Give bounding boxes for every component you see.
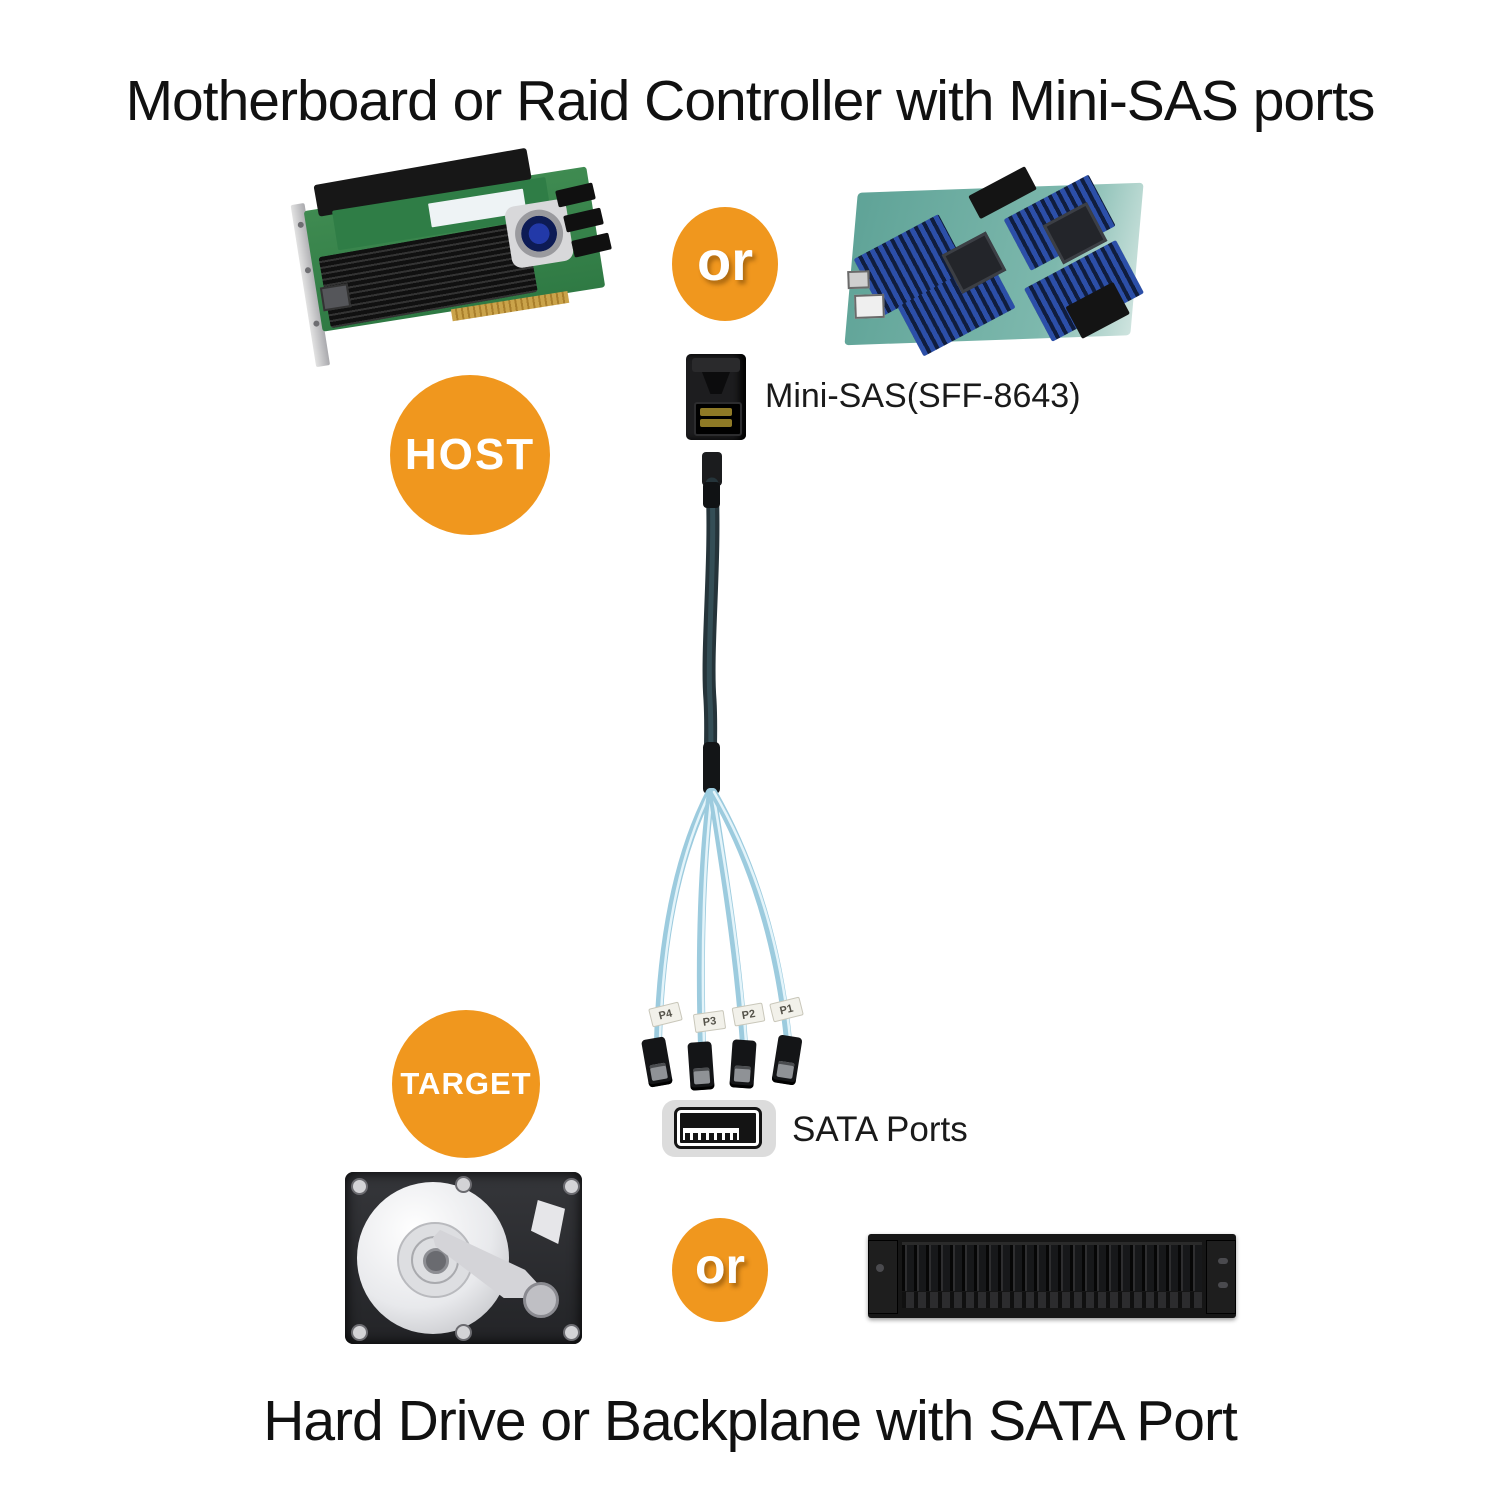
backplane-image — [868, 1234, 1236, 1318]
raid-controller-image — [290, 147, 628, 378]
or-badge-top-label: or — [697, 228, 753, 292]
hdd-actuator-pivot — [523, 1282, 559, 1318]
host-badge: HOST — [390, 375, 550, 535]
sata-connector-4 — [771, 1034, 803, 1086]
target-badge-label: TARGET — [400, 1066, 532, 1101]
motherboard-image — [842, 166, 1146, 357]
or-badge-top: or — [672, 207, 778, 321]
cable-tag-p2: P2 — [731, 1002, 766, 1027]
diagram-title-bottom: Hard Drive or Backplane with SATA Port — [263, 1389, 1238, 1453]
mini-sas-label: Mini-SAS(SFF-8643) — [765, 377, 1081, 415]
drive-trays — [902, 1292, 1202, 1308]
rack-ear-left — [868, 1240, 898, 1314]
sata-ports-label: SATA Ports — [792, 1110, 968, 1149]
sata-connector-3 — [729, 1039, 757, 1089]
sata-connector-2 — [687, 1041, 715, 1091]
hard-drive-image — [345, 1172, 582, 1344]
raid-ethernet-port — [319, 283, 352, 312]
raid-fan — [503, 198, 575, 270]
mobo-io-port-2 — [854, 293, 885, 319]
mini-sas-connector-tail — [702, 452, 722, 486]
drive-bays — [902, 1242, 1202, 1291]
mobo-io-port-1 — [847, 270, 870, 290]
or-badge-bottom-label: or — [695, 1238, 745, 1294]
host-badge-label: HOST — [404, 430, 536, 479]
cable-tag-p1: P1 — [769, 996, 804, 1023]
sata-port-icon — [662, 1100, 776, 1157]
mini-sas-connector — [686, 354, 746, 440]
target-badge: TARGET — [392, 1010, 540, 1158]
cable-tag-p3: P3 — [692, 1009, 727, 1034]
or-badge-bottom: or — [672, 1218, 768, 1322]
sata-connector-1 — [641, 1036, 673, 1088]
rack-ear-right — [1206, 1240, 1236, 1314]
hdd-ramp — [531, 1200, 565, 1244]
diagram-title-top: Motherboard or Raid Controller with Mini… — [125, 69, 1376, 133]
raid-card-body — [279, 129, 637, 383]
cable-tag-p4: P4 — [648, 1001, 683, 1028]
